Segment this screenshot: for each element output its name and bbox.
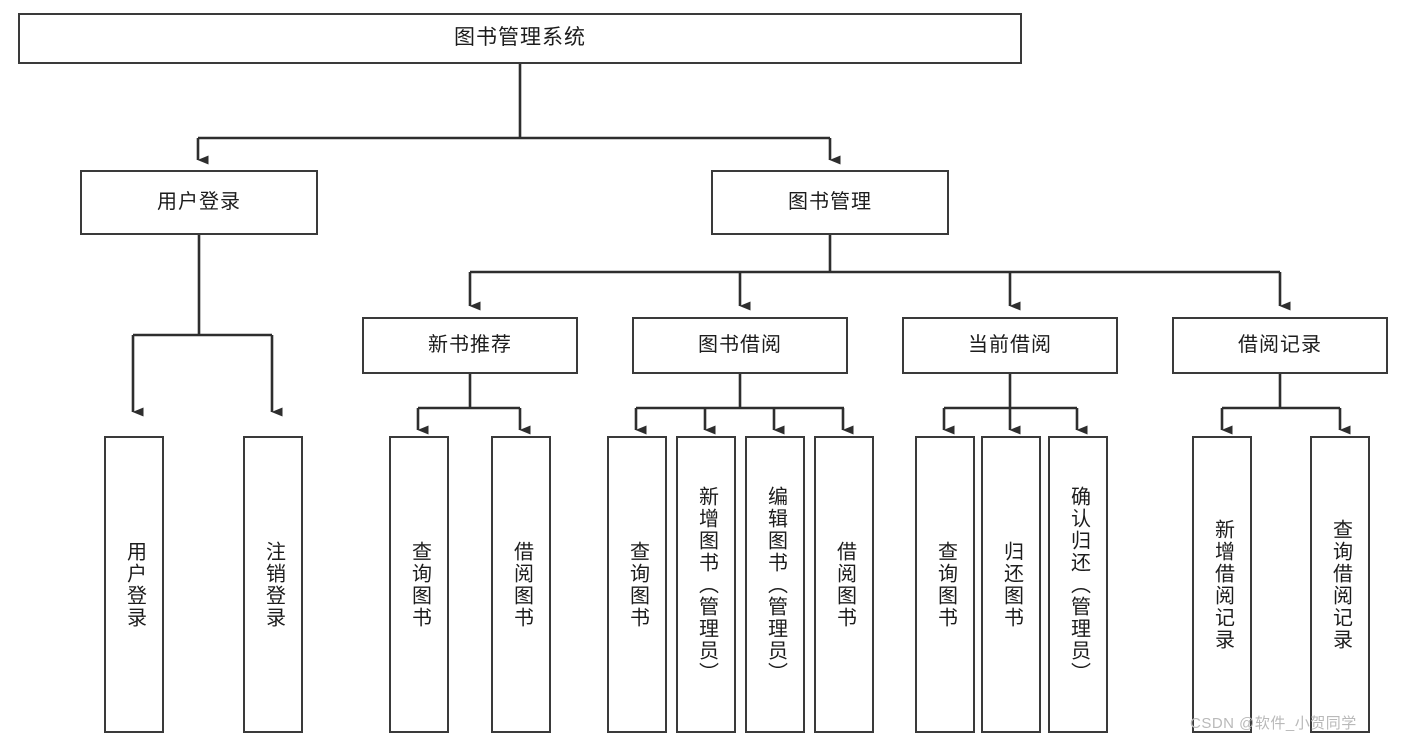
node-label: 用户登录	[123, 540, 146, 629]
node-label: 图书管理系统	[454, 26, 586, 50]
node-label: 归还图书	[1000, 540, 1023, 629]
node-label: 用户登录	[157, 191, 241, 213]
node-label: 确认归还（管理员）	[1067, 485, 1090, 684]
node-label: 查询图书	[934, 540, 957, 629]
node-user-login[interactable]: 用户登录	[80, 170, 318, 235]
node-label: 编辑图书（管理员）	[764, 485, 787, 684]
node-label: 查询借阅记录	[1329, 518, 1352, 651]
node-book-management[interactable]: 图书管理	[711, 170, 949, 235]
node-label: 新书推荐	[428, 334, 512, 356]
node-label: 当前借阅	[968, 334, 1052, 356]
node-book-borrow[interactable]: 图书借阅	[632, 317, 848, 374]
leaf-book-borrow-borrow[interactable]: 借阅图书	[814, 436, 874, 733]
node-label: 图书借阅	[698, 334, 782, 356]
leaf-book-borrow-add[interactable]: 新增图书（管理员）	[676, 436, 736, 733]
node-book-management-system[interactable]: 图书管理系统	[18, 13, 1022, 64]
leaf-book-borrow-edit[interactable]: 编辑图书（管理员）	[745, 436, 805, 733]
node-label: 图书管理	[788, 191, 872, 213]
node-label: 借阅图书	[833, 540, 856, 629]
leaf-current-borrow-query[interactable]: 查询图书	[915, 436, 975, 733]
node-label: 新增借阅记录	[1211, 518, 1234, 651]
leaf-user-login-login[interactable]: 用户登录	[104, 436, 164, 733]
leaf-current-borrow-confirm-return[interactable]: 确认归还（管理员）	[1048, 436, 1108, 733]
node-label: 新增图书（管理员）	[695, 485, 718, 684]
leaf-user-login-logout[interactable]: 注销登录	[243, 436, 303, 733]
node-borrow-record[interactable]: 借阅记录	[1172, 317, 1388, 374]
csdn-watermark: CSDN @软件_小贺同学	[1190, 715, 1357, 732]
node-label: 查询图书	[408, 540, 431, 629]
node-label: 注销登录	[262, 540, 285, 629]
node-new-book-recommend[interactable]: 新书推荐	[362, 317, 578, 374]
node-label: 借阅记录	[1238, 334, 1322, 356]
leaf-borrow-record-query[interactable]: 查询借阅记录	[1310, 436, 1370, 733]
leaf-borrow-record-add[interactable]: 新增借阅记录	[1192, 436, 1252, 733]
leaf-book-borrow-query[interactable]: 查询图书	[607, 436, 667, 733]
leaf-new-book-borrow[interactable]: 借阅图书	[491, 436, 551, 733]
node-current-borrow[interactable]: 当前借阅	[902, 317, 1118, 374]
leaf-current-borrow-return[interactable]: 归还图书	[981, 436, 1041, 733]
leaf-new-book-query[interactable]: 查询图书	[389, 436, 449, 733]
node-label: 借阅图书	[510, 540, 533, 629]
node-label: 查询图书	[626, 540, 649, 629]
